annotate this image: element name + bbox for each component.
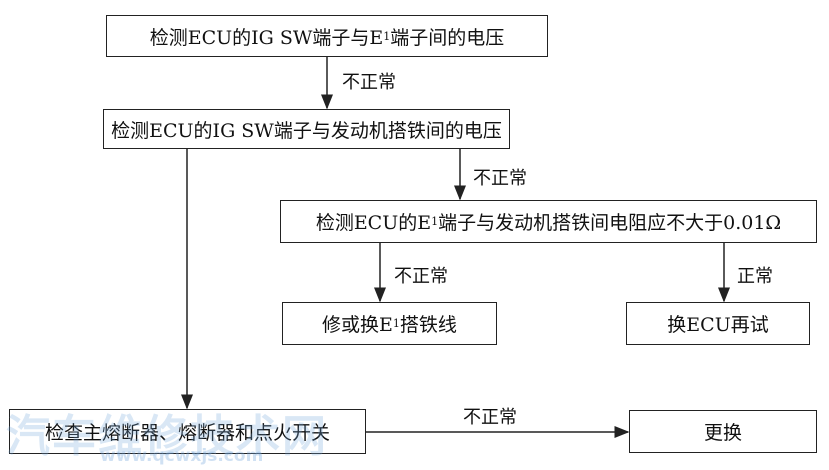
watermark-url: www.qcwxjs.com	[100, 446, 264, 466]
label-abnormal-3: 不正常	[394, 266, 448, 287]
step-replace: 更换	[629, 410, 817, 453]
label-normal: 正常	[737, 266, 773, 287]
label-abnormal-4: 不正常	[463, 407, 517, 428]
step-replace-ecu-retry: 换ECU再试	[626, 302, 810, 345]
label-abnormal-2: 不正常	[473, 168, 527, 189]
label-abnormal-1: 不正常	[342, 72, 396, 93]
step-check-igsw-ground-voltage: 检测ECU的IG SW端子与发动机搭铁间的电压	[103, 109, 510, 149]
step-check-fuses-ignition-switch: 检查主熔断器、熔断器和点火开关	[9, 409, 366, 454]
watermark-logo-text: 汽车维修技术网	[6, 411, 328, 462]
